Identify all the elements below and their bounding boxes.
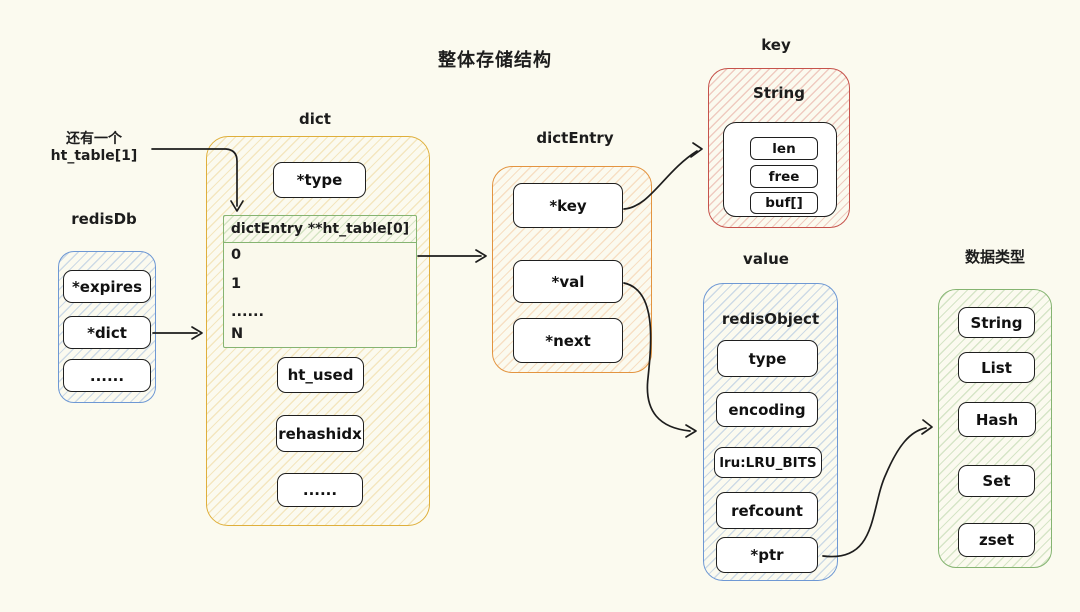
type-hash: Hash [958,402,1036,437]
arrowhead-key [690,142,703,158]
datatypes-label: 数据类型 [964,248,1025,266]
arrowhead-dictptr [191,326,203,340]
field-dict-pointer: *dict [63,316,151,349]
sds-struct-label: String [753,84,805,102]
note-line1: 还有一个 [66,131,122,147]
ht-table0-row-n: N [231,326,244,342]
ht-table0-header: dictEntry **ht_table[0] [224,216,416,243]
key-label: key [761,36,791,54]
field-val-pointer: *val [513,260,623,303]
field-encoding: encoding [716,392,818,427]
field-robj-type: type [717,340,818,377]
redisobject-label: redisObject [721,310,820,328]
value-label: value [743,250,789,268]
diagram-title: 整体存储结构 [438,50,552,71]
arrowhead-val [685,424,697,438]
field-next-pointer: *next [513,318,623,363]
redisdb-label: redisDb [71,210,137,228]
field-rehashidx: rehashidx [276,415,364,452]
field-refcount: refcount [716,492,818,529]
arrowhead-ptr [921,419,933,435]
ht-table0-row-1: 1 [231,276,242,292]
type-list: List [958,352,1035,383]
field-redisdb-ellipsis: ...... [63,359,151,392]
type-zset: zset [958,523,1035,557]
ht-table0-row-ellipsis: ...... [231,304,265,320]
field-ptr: *ptr [716,537,818,573]
field-ht-used: ht_used [277,357,364,393]
ht-table0: dictEntry **ht_table[0] 0 1 ...... N [223,215,417,348]
ht-table0-row-0: 0 [231,247,242,263]
field-lru: lru:LRU_BITS [714,447,822,478]
field-type-pointer: *type [273,162,366,198]
arrow-ptr-to-datatypes [822,427,927,558]
dictentry-label: dictEntry [536,129,614,147]
type-set: Set [958,465,1035,497]
note-line2: ht_table[1] [50,147,138,164]
field-len: len [750,137,818,160]
field-dict-ellipsis: ...... [277,473,363,507]
dict-label: dict [299,110,331,128]
type-string: String [958,307,1035,338]
field-free: free [750,165,818,188]
arrowhead-httable [475,249,487,263]
field-key-pointer: *key [513,183,623,228]
field-buf: buf[] [750,192,818,214]
ht-table1-note: 还有一个 ht_table[1] [44,131,144,165]
field-expires: *expires [63,270,151,303]
value-box [703,283,838,581]
